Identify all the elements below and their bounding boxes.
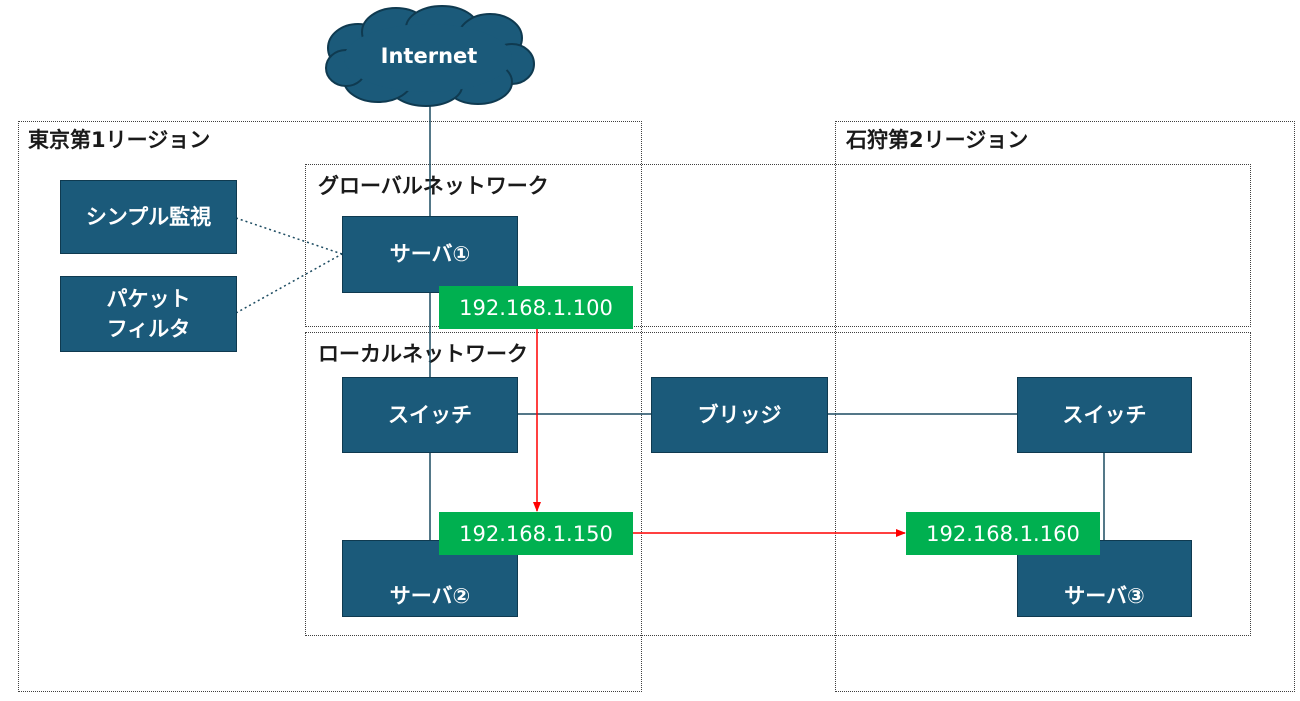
server3-ip-label: 192.168.1.160	[906, 512, 1100, 555]
internet-label: Internet	[380, 44, 478, 68]
switch-tokyo-box[interactable]: スイッチ	[342, 377, 518, 453]
switch-tokyo-label: スイッチ	[388, 402, 472, 427]
internet-cloud: Internet	[318, 4, 540, 108]
local-network	[305, 332, 1251, 636]
packet-filter-label-line2: フィルタ	[106, 317, 191, 341]
region-ishikari-label: 石狩第2リージョン	[846, 128, 1029, 152]
server1-ip-label: 192.168.1.100	[439, 286, 633, 329]
region-tokyo	[18, 121, 642, 692]
server2-ip-label: 192.168.1.150	[439, 512, 633, 555]
server3-label: サーバ③	[1064, 584, 1145, 609]
region-tokyo-label: 東京第1リージョン	[28, 128, 211, 152]
cloud-icon	[325, 5, 535, 107]
region-ishikari	[835, 121, 1295, 692]
bridge-box[interactable]: ブリッジ	[651, 377, 828, 453]
packet-filter-box[interactable]: パケット フィルタ	[60, 276, 237, 352]
monitoring-label: シンプル監視	[85, 204, 212, 229]
server2-label: サーバ②	[389, 584, 471, 609]
global-network-label: グローバルネットワーク	[318, 174, 549, 198]
local-network-label: ローカルネットワーク	[318, 342, 528, 366]
server1-box[interactable]: サーバ①	[342, 216, 518, 293]
packet-filter-label-line1: パケット	[106, 286, 191, 311]
switch-ishikari-label: スイッチ	[1062, 402, 1147, 427]
bridge-label: ブリッジ	[697, 402, 782, 427]
monitoring-box[interactable]: シンプル監視	[60, 180, 237, 254]
switch-ishikari-box[interactable]: スイッチ	[1017, 377, 1192, 453]
server1-label: サーバ①	[389, 242, 471, 267]
